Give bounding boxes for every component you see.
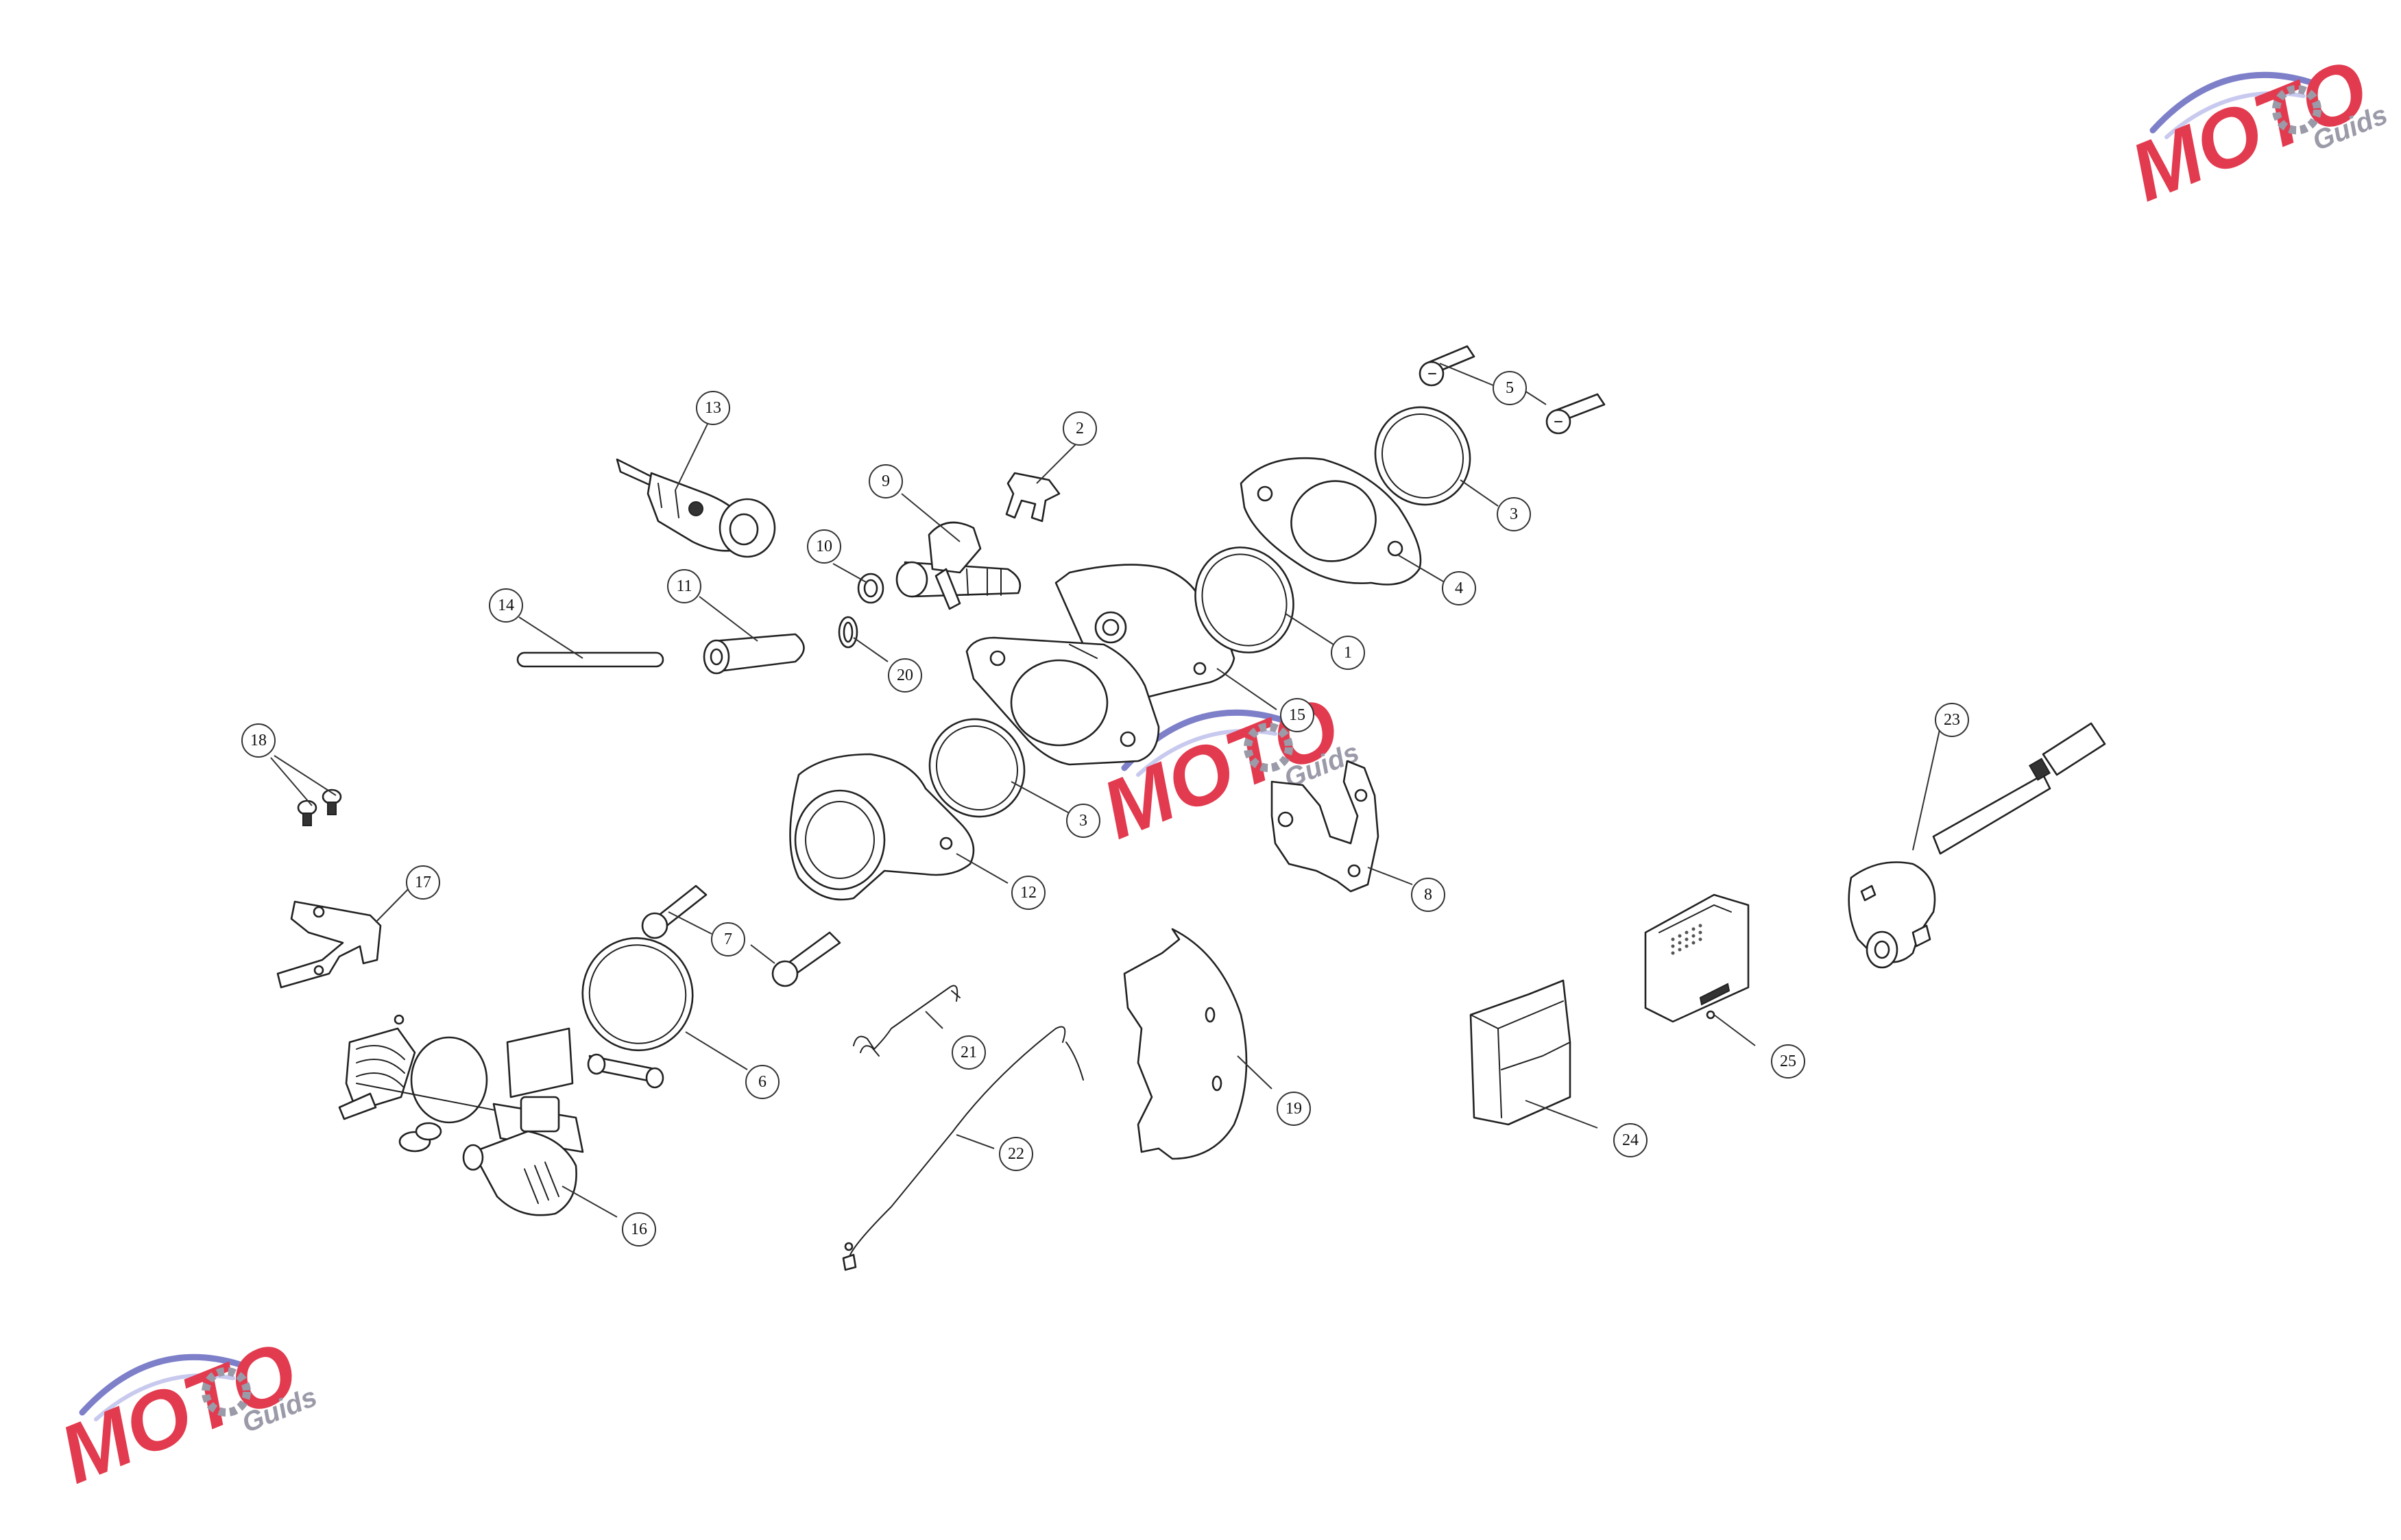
svg-text:7: 7 [724, 930, 732, 948]
svg-text:8: 8 [1424, 886, 1432, 904]
svg-text:4: 4 [1455, 579, 1463, 597]
part-7-bolt-b [771, 931, 841, 987]
svg-text:23: 23 [1944, 711, 1960, 729]
part-23-sensor [1848, 722, 2106, 969]
callout-15: 15 [1280, 698, 1314, 732]
part-25-ecu [1644, 893, 1750, 1023]
callout-10: 10 [807, 529, 841, 564]
svg-text:22: 22 [1008, 1145, 1024, 1163]
part-21-wire-clip [853, 985, 961, 1057]
part-11-sleeve [703, 633, 805, 675]
callout-1: 1 [1331, 636, 1365, 670]
watermark-logo-top-right: MOTO Guids [2119, 42, 2392, 219]
svg-text:10: 10 [816, 538, 832, 555]
callout-3-middle: 3 [1066, 804, 1100, 838]
part-20-o-ring [838, 616, 858, 649]
part-6-clamp [581, 937, 694, 1089]
callout-16: 16 [622, 1212, 656, 1247]
callout-25: 25 [1771, 1044, 1805, 1079]
svg-text:24: 24 [1622, 1131, 1639, 1149]
part-19-cover [1123, 928, 1248, 1160]
part-16-throttle-assembly [338, 1014, 584, 1216]
part-24-box [1469, 979, 1571, 1126]
callout-24: 24 [1613, 1123, 1648, 1157]
svg-text:3: 3 [1510, 505, 1518, 523]
callout-19: 19 [1277, 1092, 1311, 1126]
callout-17: 17 [406, 865, 440, 900]
svg-text:21: 21 [961, 1044, 977, 1061]
callout-7: 7 [711, 922, 745, 957]
svg-text:11: 11 [676, 577, 692, 595]
svg-text:18: 18 [250, 732, 267, 749]
part-9-injector [895, 521, 1022, 610]
callout-4: 4 [1442, 571, 1476, 605]
part-15-manifold [965, 564, 1235, 766]
svg-text:15: 15 [1289, 706, 1305, 724]
callout-3-top: 3 [1497, 497, 1531, 531]
part-8-bracket [1270, 760, 1379, 893]
part-5-bolt-b [1545, 393, 1606, 435]
callout-12: 12 [1011, 876, 1046, 910]
callout-8: 8 [1411, 878, 1445, 912]
part-18-screws [297, 789, 342, 826]
part-10-o-ring [857, 573, 884, 604]
part-12-elbow [789, 753, 975, 901]
callout-18: 18 [241, 723, 276, 758]
part-17-bracket [276, 900, 382, 989]
svg-text:16: 16 [631, 1220, 647, 1238]
part-13-injector [616, 458, 776, 558]
callout-23: 23 [1935, 703, 1969, 737]
callout-14: 14 [489, 588, 523, 623]
part-4-flange [1240, 457, 1422, 586]
svg-text:2: 2 [1076, 420, 1084, 437]
svg-text:17: 17 [415, 874, 431, 891]
callout-22: 22 [999, 1137, 1033, 1171]
part-2-clip [1005, 472, 1061, 522]
part-1-gasket [1194, 546, 1294, 653]
svg-text:13: 13 [705, 399, 721, 417]
part-5-bolt-a [1419, 345, 1475, 387]
svg-text:20: 20 [897, 666, 913, 684]
callout-21: 21 [952, 1035, 986, 1070]
part-3-o-ring-middle [928, 718, 1026, 818]
watermark-logo-bottom-left: MOTO Guids [48, 1324, 322, 1501]
callout-11: 11 [667, 569, 701, 603]
leader-lines [270, 363, 1941, 1218]
svg-text:5: 5 [1506, 379, 1514, 397]
svg-text:14: 14 [498, 597, 514, 614]
part-7-bolt-a [641, 885, 708, 939]
svg-text:6: 6 [758, 1073, 767, 1091]
callout-5: 5 [1493, 371, 1527, 405]
svg-text:25: 25 [1780, 1052, 1796, 1070]
callout-9: 9 [869, 464, 903, 498]
svg-text:12: 12 [1020, 884, 1037, 902]
part-22-cable [842, 1026, 1084, 1271]
callout-6: 6 [745, 1065, 780, 1099]
svg-text:19: 19 [1286, 1100, 1302, 1118]
part-3-o-ring-top [1374, 406, 1471, 506]
svg-text:9: 9 [882, 472, 890, 490]
callout-20: 20 [888, 658, 922, 693]
part-14-rod [516, 651, 664, 668]
callout-2: 2 [1063, 411, 1097, 446]
svg-text:1: 1 [1344, 644, 1352, 662]
svg-text:3: 3 [1079, 812, 1087, 830]
callout-13: 13 [696, 391, 730, 425]
